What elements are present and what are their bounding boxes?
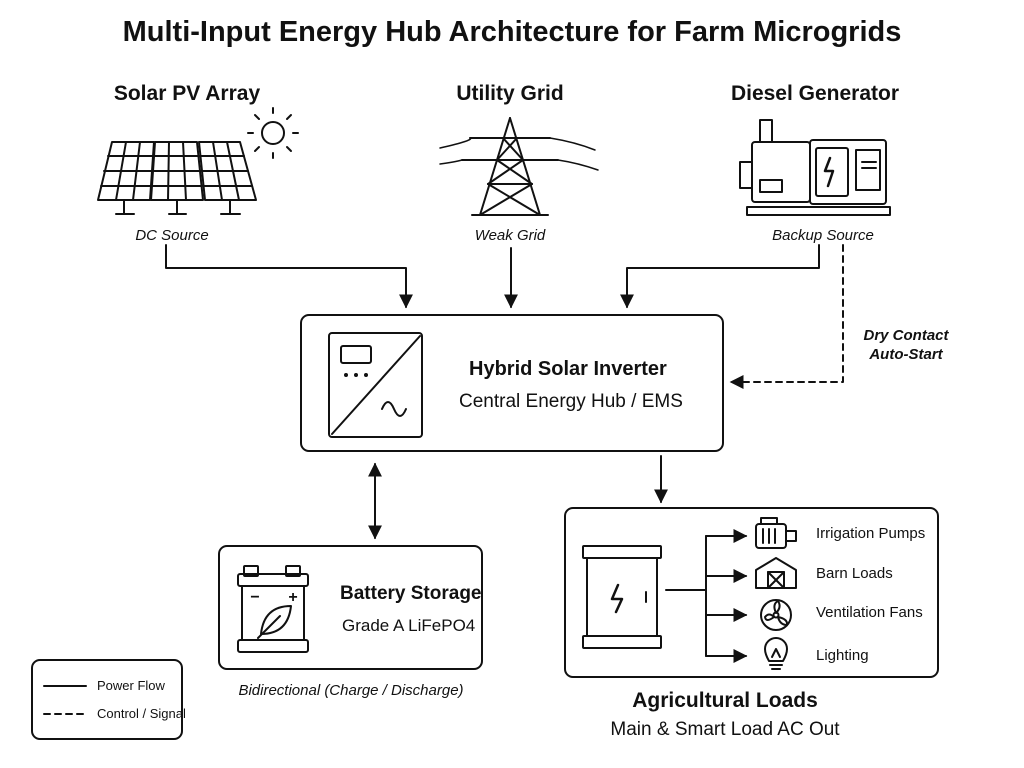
bulb-icon — [764, 637, 788, 670]
sun-icon — [247, 107, 299, 159]
hub-title: Hybrid Solar Inverter — [469, 358, 667, 380]
fan-icon — [760, 599, 792, 631]
loads-title: Agricultural Loads — [632, 689, 818, 712]
battery-icon — [237, 565, 309, 653]
grid-title: Utility Grid — [456, 82, 564, 105]
bidirectional-label: Bidirectional (Charge / Discharge) — [238, 682, 464, 699]
legend-power-label: Power Flow — [97, 678, 165, 693]
legend-control-label: Control / Signal — [97, 706, 186, 721]
solar-to-hub-connector — [165, 244, 413, 309]
loads-subtitle: Main & Smart Load AC Out — [610, 719, 840, 740]
battery-plus-sign: + — [288, 589, 297, 606]
control-signal-connector — [729, 244, 844, 389]
battery-title: Battery Storage — [340, 583, 482, 604]
load-item-ventilation: Ventilation Fans — [816, 604, 923, 621]
load-item-irrigation: Irrigation Pumps — [816, 525, 926, 542]
barn-icon — [755, 557, 797, 589]
battery-subtitle: Grade A LiFePO4 — [342, 616, 476, 635]
distribution-panel-icon — [582, 545, 662, 649]
inverter-icon — [328, 332, 423, 438]
diesel-to-hub-connector — [620, 244, 820, 309]
battery-box — [218, 545, 483, 670]
generator-icon — [739, 119, 891, 216]
hub-box — [300, 314, 724, 452]
loads-box — [564, 507, 939, 678]
solar-subtitle: DC Source — [135, 227, 209, 244]
hub-subtitle: Central Energy Hub / EMS — [459, 391, 683, 412]
diesel-title: Diesel Generator — [730, 82, 900, 105]
solar-title: Solar PV Array — [113, 82, 261, 105]
load-item-lighting: Lighting — [816, 647, 869, 664]
auto-start-label: Auto-Start — [869, 346, 943, 363]
transmission-tower-icon — [439, 117, 599, 216]
lightning-icon — [610, 583, 624, 614]
legend-box — [31, 659, 183, 740]
grid-subtitle: Weak Grid — [474, 227, 546, 244]
leaf-icon — [257, 605, 292, 639]
battery-minus-sign: − — [250, 589, 259, 606]
dry-contact-label: Dry Contact — [863, 327, 949, 344]
load-item-barn: Barn Loads — [816, 565, 893, 582]
pump-icon — [755, 517, 797, 549]
solar-panel-icon — [97, 141, 257, 215]
diesel-subtitle: Backup Source — [772, 227, 874, 244]
diagram-title: Multi-Input Energy Hub Architecture for … — [122, 16, 902, 48]
